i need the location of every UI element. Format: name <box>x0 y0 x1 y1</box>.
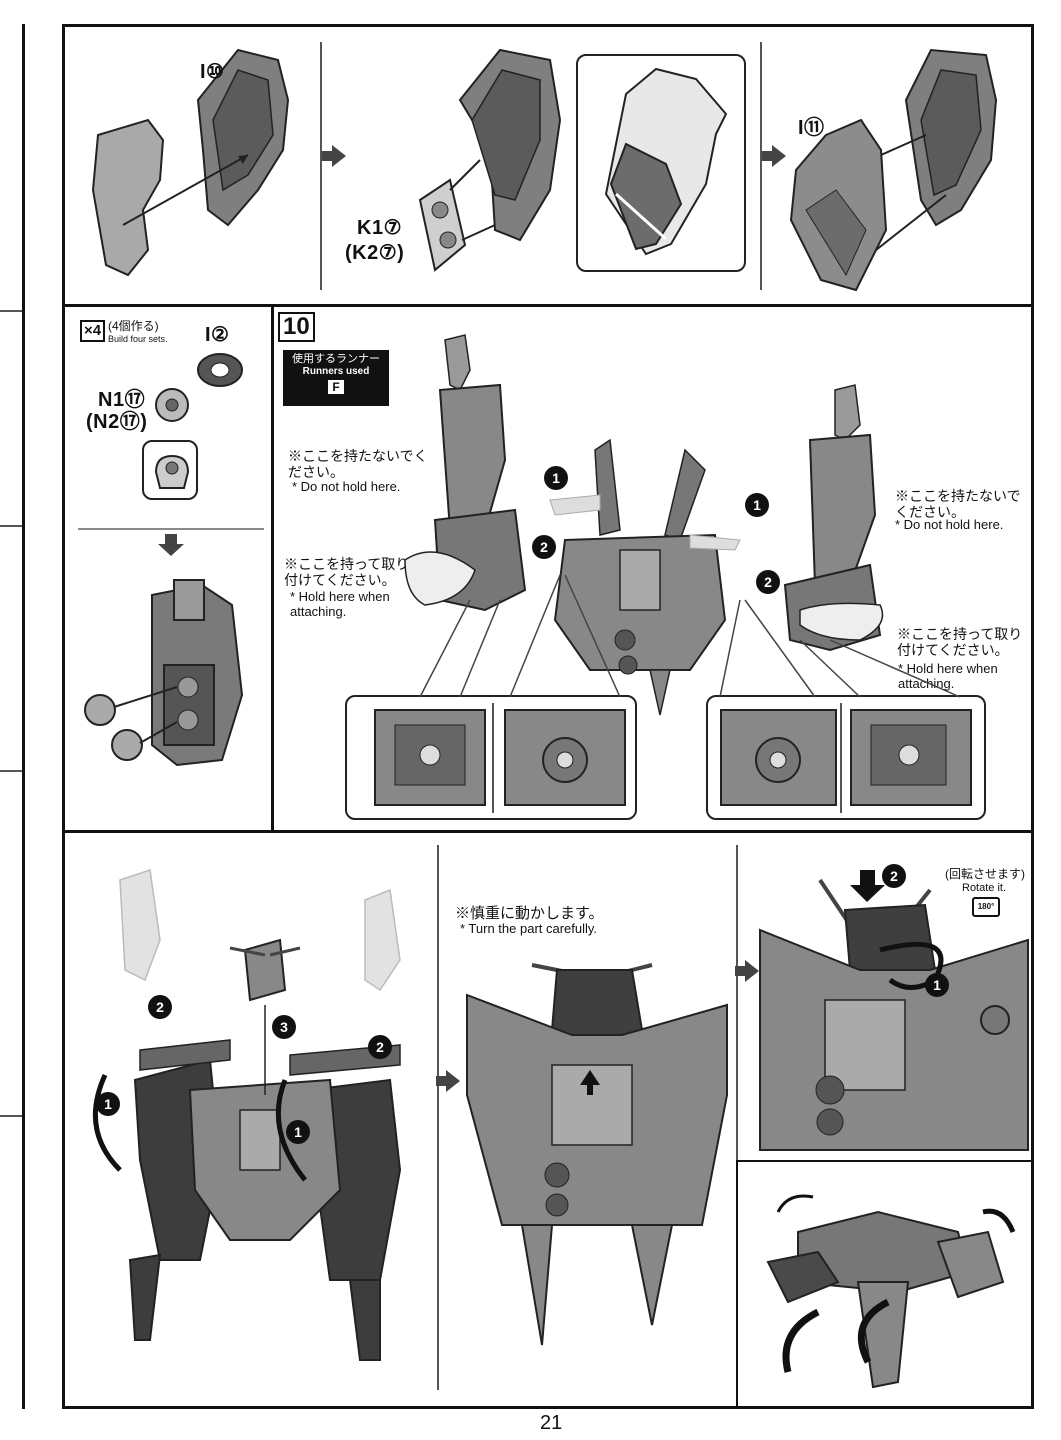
part-label-k1: K1⑦ <box>357 217 402 239</box>
detail-inset <box>576 54 746 272</box>
left-arm-illustration <box>404 334 527 612</box>
marker-2-left: 2 <box>532 535 556 559</box>
joint-closeup <box>154 454 190 489</box>
torso-head-illustration <box>466 963 728 1346</box>
top-divider-2 <box>760 42 762 290</box>
note-hold-right-en: * Hold here when attaching. <box>898 661 998 691</box>
note-no-hold-right-en: * Do not hold here. <box>895 517 1004 532</box>
runners-label-jp: 使用するランナー <box>292 353 380 365</box>
part-label-i2: I② <box>205 324 230 346</box>
quantity-badge: ×4 <box>80 320 106 342</box>
head-rotation-illustration <box>759 870 1029 1151</box>
joint-part-illustration <box>155 388 189 422</box>
note-hold-left-en: * Hold here when attaching. <box>290 589 390 619</box>
step-number: 10 <box>278 312 315 342</box>
marker-2: 2 <box>148 995 172 1019</box>
joint-closeup-left <box>374 709 626 806</box>
step-arrow-icon <box>436 1070 460 1092</box>
top-panel <box>62 24 1034 307</box>
quantity-note-en: Build four sets. <box>108 334 168 344</box>
joint-detail-inset <box>142 440 198 500</box>
part-label-i10: I⑩ <box>200 61 225 83</box>
left-edge-divider <box>0 770 22 772</box>
marker-1-left: 1 <box>544 466 568 490</box>
note-careful-jp: ※慎重に動かします。 <box>455 905 604 922</box>
washer-part-illustration <box>197 353 243 387</box>
main-frame <box>62 24 1034 1409</box>
step-arrow-icon <box>762 145 786 167</box>
note-no-hold-left-en: * Do not hold here. <box>292 479 401 494</box>
marker-2-right: 2 <box>756 570 780 594</box>
armor-part-closeup <box>604 67 728 256</box>
left-edge-divider <box>0 310 22 312</box>
inset-divider <box>492 703 494 813</box>
side-panel <box>62 307 274 832</box>
part-label-n1: N1⑰ <box>98 389 146 411</box>
right-arm-illustration <box>783 384 884 652</box>
shoulder-joint-assembly <box>84 579 244 767</box>
marker-1: 1 <box>286 1120 310 1144</box>
marker-2: 2 <box>368 1035 392 1059</box>
detail-inset-right <box>706 695 986 820</box>
bottom-divider-1 <box>437 845 439 1390</box>
fold-detail-inset <box>736 1160 1034 1409</box>
marker-1-right: 1 <box>745 493 769 517</box>
quantity-note-jp: (4個作る) <box>108 319 159 333</box>
note-hold-right-jp: ※ここを持って取り付けてください。 <box>897 626 1023 659</box>
inset-divider <box>840 703 842 813</box>
note-careful-en: * Turn the part carefully. <box>460 921 598 936</box>
marker-1: 1 <box>96 1092 120 1116</box>
part-label-n2: (N2⑰) <box>86 411 148 433</box>
shoulder-rotation-illustration <box>92 869 402 1361</box>
torso-illustration <box>549 438 741 716</box>
fold-detail-illustration <box>766 1194 1016 1389</box>
joint-closeup-right <box>720 709 972 806</box>
rotate-degree: 180° <box>977 902 995 911</box>
left-edge-divider <box>0 1115 22 1117</box>
note-hold-left-jp: ※ここを持って取り付けてください。 <box>284 556 410 589</box>
bottom-panel-top-border <box>62 830 1034 833</box>
part-label-i11: I⑪ <box>798 117 825 139</box>
runner-letter: F <box>328 380 344 395</box>
note-no-hold-left-jp: ※ここを持たないでください。 <box>288 448 428 481</box>
detail-inset-left <box>345 695 637 820</box>
marker-3: 3 <box>272 1015 296 1039</box>
part-label-k2: (K2⑦) <box>345 242 405 264</box>
top-divider-1 <box>320 42 322 290</box>
rotate-icon: 180° <box>972 897 1000 917</box>
marker-2: 2 <box>882 864 906 888</box>
armor-part-illustration <box>418 48 562 272</box>
rotate-label-jp: (回転させます) <box>945 867 1025 881</box>
rotate-label-en: Rotate it. <box>962 882 1007 894</box>
armor-part-illustration <box>91 48 290 277</box>
marker-1: 1 <box>925 973 949 997</box>
step-arrow-icon <box>322 145 346 167</box>
bottom-divider-2 <box>736 845 738 1390</box>
down-arrow-icon <box>158 534 184 556</box>
step-arrow-icon <box>735 960 759 982</box>
side-divider <box>78 528 264 530</box>
note-no-hold-right-jp: ※ここを持たないでください。 <box>895 488 1021 521</box>
runners-label-en: Runners used <box>302 366 370 378</box>
left-page-edge <box>0 24 25 1409</box>
left-edge-divider <box>0 525 22 527</box>
runners-used-box: 使用するランナー Runners used F <box>283 350 389 406</box>
page-number: 21 <box>540 1412 563 1434</box>
armor-part-illustration <box>789 48 998 292</box>
